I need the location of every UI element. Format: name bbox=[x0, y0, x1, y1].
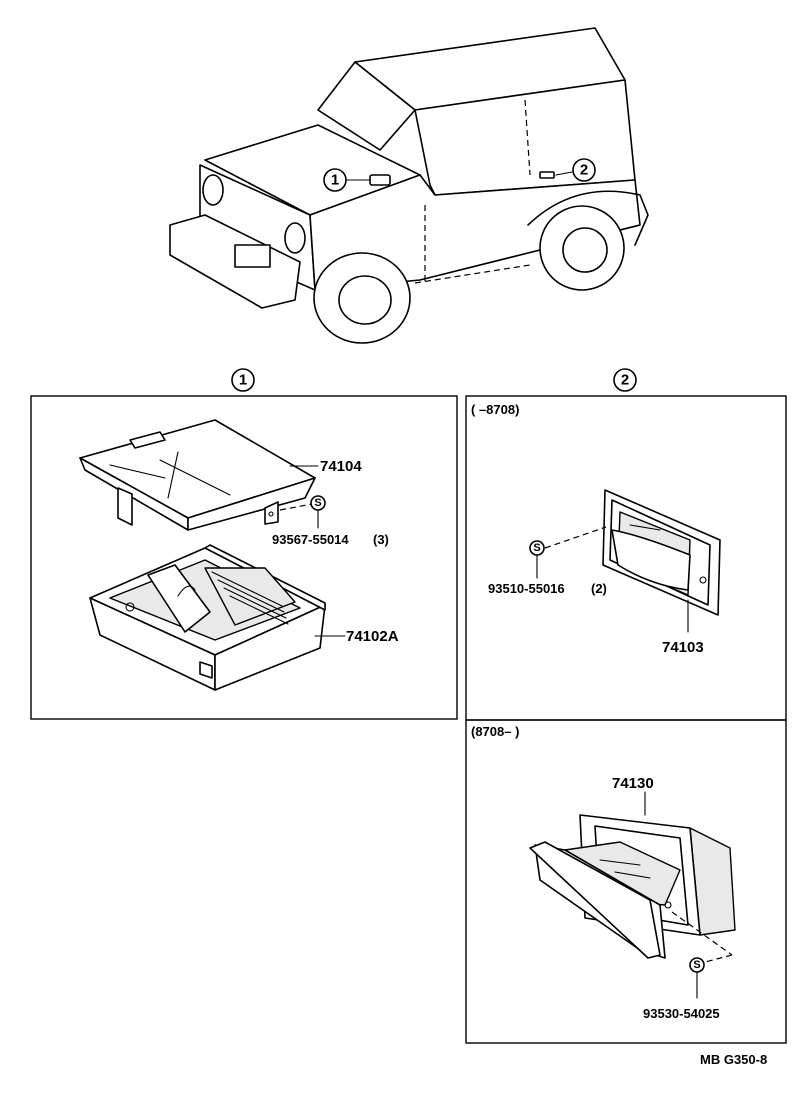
console-lid bbox=[79, 419, 316, 531]
part-74103-label: 74103 bbox=[662, 639, 704, 656]
part-93510-qty: (2) bbox=[591, 581, 607, 596]
screw-symbol-2-text: S bbox=[533, 542, 540, 554]
callout-2-vehicle-label: 2 bbox=[580, 162, 588, 179]
panel-console-box: 74104 S 93567-55014 (3) 74102A bbox=[30, 395, 458, 720]
part-93510-55016-label: 93510-55016 bbox=[488, 581, 565, 596]
callout-1-vehicle bbox=[323, 168, 347, 192]
panel2b-range: (8708– ) bbox=[471, 724, 519, 739]
console-box bbox=[89, 544, 326, 691]
panel2b-frame bbox=[465, 719, 787, 1044]
part-74102A-label: 74102A bbox=[346, 628, 399, 645]
panel-ashtray-late: (8708– ) 74130 S 93530-54025 bbox=[465, 719, 787, 1044]
figure-code: MB G350-8 bbox=[700, 1052, 767, 1067]
callout-2-vehicle bbox=[572, 158, 596, 182]
panel2-callout-label: 2 bbox=[621, 372, 629, 389]
panel1-frame bbox=[30, 395, 458, 720]
panel2-callout bbox=[613, 368, 637, 392]
part-74130-label: 74130 bbox=[612, 775, 654, 792]
panel2a-range: ( –8708) bbox=[471, 402, 519, 417]
part-93530-54025-label: 93530-54025 bbox=[643, 1006, 720, 1021]
ashtray-74130 bbox=[529, 814, 736, 959]
panel-ashtray-early: ( –8708) S 93510-55016 (2) 74103 bbox=[465, 395, 787, 721]
callout-1-vehicle-label: 1 bbox=[331, 172, 339, 189]
part-93567-qty: (3) bbox=[373, 532, 389, 547]
panel1-callout-label: 1 bbox=[239, 372, 247, 389]
panel1-callout bbox=[231, 368, 255, 392]
part-74104-label: 74104 bbox=[320, 458, 362, 475]
screw-symbol-3-text: S bbox=[693, 959, 700, 971]
screw-symbol-1-text: S bbox=[314, 497, 321, 509]
vehicle-illustration: 1 2 bbox=[169, 27, 649, 344]
ashtray-74103 bbox=[602, 489, 721, 616]
part-93567-55014-label: 93567-55014 bbox=[272, 532, 349, 547]
